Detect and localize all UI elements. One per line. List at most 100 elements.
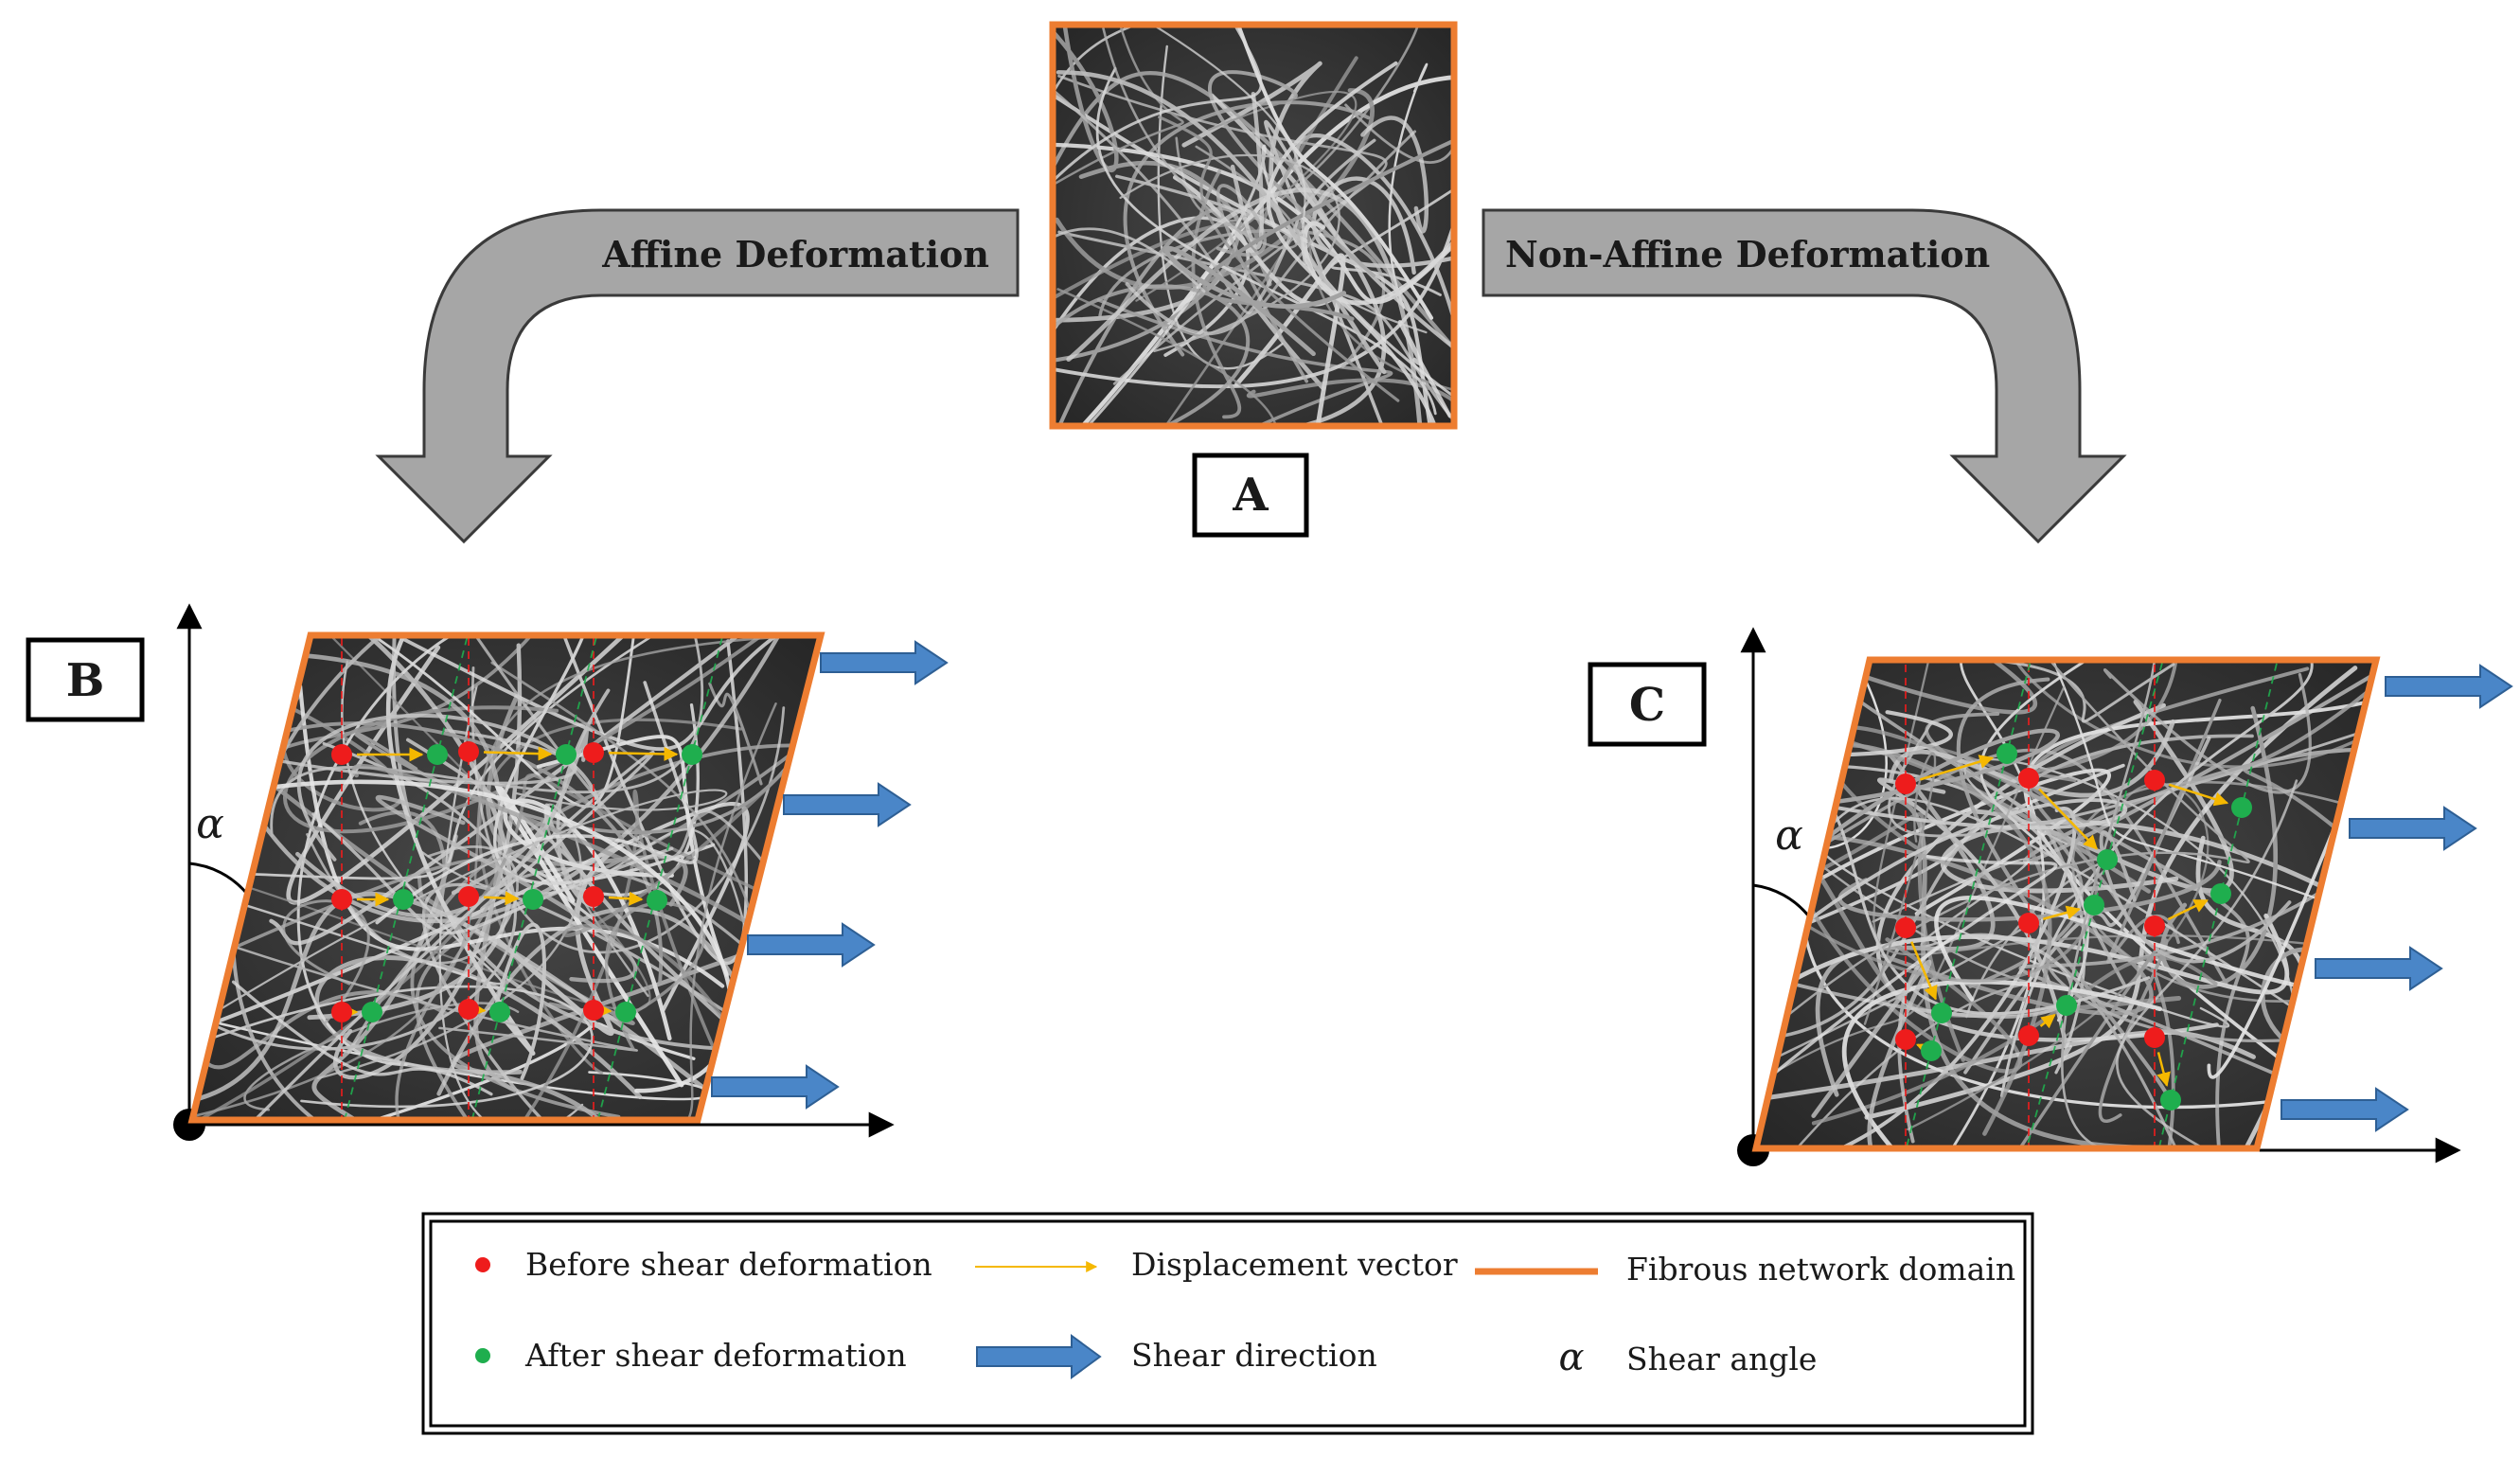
after-shear-point: [489, 1002, 510, 1022]
after-shear-point: [2084, 895, 2104, 915]
fiber-strand: [352, 635, 637, 808]
legend-after-label: After shear deformation: [524, 1337, 907, 1374]
fiber-strand: [306, 833, 519, 965]
fiber-strand: [2103, 668, 2312, 794]
panel-a-label: A: [1232, 469, 1269, 522]
before-shear-point: [2144, 1027, 2165, 1048]
panel-b-label: B: [66, 654, 105, 707]
shear-direction-arrow: [711, 1064, 840, 1110]
displacement-vector: [2168, 783, 2229, 807]
displacement-vector: [2156, 1052, 2171, 1087]
before-shear-point: [2018, 913, 2039, 933]
fiber-strand: [1123, 100, 1371, 357]
fiber-strand: [1053, 25, 1140, 97]
fiber-strand: [1053, 25, 1119, 172]
panel-c-alpha-symbol: α: [1775, 811, 1803, 860]
fiber-strand: [1889, 719, 2175, 798]
non-affine-deformation-arrow: Non-Affine Deformation: [1482, 208, 2127, 544]
before-shear-point: [458, 886, 479, 907]
fiber-strand: [451, 906, 821, 1120]
fiber-strand: [1163, 245, 1347, 357]
panel-c-shear-angle-arc: [1752, 883, 1810, 916]
fiber-strand: [1872, 660, 2376, 957]
legend-shear-angle-symbol: α: [1558, 1336, 1584, 1379]
before-shear-point: [1895, 773, 1916, 794]
fiber-strand: [192, 858, 502, 1120]
after-shear-point: [523, 889, 543, 910]
fiber-strand: [1208, 70, 1376, 278]
fiber-strand: [231, 980, 493, 1096]
fiber-strand: [1756, 734, 2254, 1042]
fiber-strand: [192, 728, 577, 785]
displacement-vector: [483, 746, 553, 761]
fiber-strand: [1756, 728, 2060, 900]
fiber-strand: [295, 729, 589, 918]
fiber-domain-border-c: [1751, 656, 2381, 1152]
fiber-strand: [708, 682, 763, 786]
after-shear-point: [1921, 1040, 1942, 1061]
before-shear-point: [583, 886, 604, 907]
fiber-strand: [1806, 824, 2230, 1028]
fiber-strand: [1096, 298, 1393, 426]
panel-b-shear-angle-arc: [188, 862, 248, 894]
panel-c-shear-arrows: [2280, 664, 2513, 1132]
fiber-strand: [1053, 25, 1184, 187]
panel-c-points: [1895, 743, 2252, 1111]
after-shear-point: [2097, 849, 2118, 870]
fiber-strand: [198, 933, 638, 1052]
fiber-strand: [192, 650, 518, 1093]
before-shear-point: [331, 1002, 352, 1022]
fiber-strand: [1053, 88, 1417, 315]
fiber-strand: [192, 789, 728, 1029]
fiber-strand: [494, 782, 684, 1088]
panel-b-points: [331, 741, 702, 1022]
fiber-strand: [1756, 913, 2290, 1020]
fiber-strand: [2116, 779, 2308, 1148]
shear-direction-arrow: [2385, 664, 2513, 709]
after-shear-point: [2210, 883, 2231, 904]
fiber-strand: [1053, 89, 1206, 293]
shear-direction-arrow: [747, 922, 876, 968]
after-shear-point: [393, 889, 414, 910]
fiber-strand: [1360, 115, 1429, 234]
fiber-strand: [1056, 288, 1277, 426]
fiber-strand: [1216, 184, 1309, 383]
before-shear-point: [1895, 917, 1916, 938]
fiber-strand: [1235, 25, 1434, 320]
after-shear-point: [1996, 743, 2017, 764]
fiber-strand: [192, 773, 821, 1120]
panel-c-displacement-vectors: [1910, 755, 2229, 1087]
fiber-strand: [1756, 783, 2128, 995]
legend-domain-label: Fibrous network domain: [1626, 1251, 2015, 1288]
non-affine-deformation-label: Non-Affine Deformation: [1505, 233, 1990, 275]
displacement-vector: [1916, 1043, 1932, 1057]
fiber-strand: [2242, 660, 2376, 897]
fiber-strand: [2099, 830, 2292, 964]
fiber-strand: [1053, 217, 1454, 389]
shear-direction-arrow: [820, 640, 949, 685]
after-shear-point: [2160, 1090, 2181, 1111]
fiber-strand: [192, 1002, 713, 1101]
fiber-strand: [492, 922, 546, 1080]
fiber-domain-border-a: [1049, 21, 1458, 430]
fiber-strand: [1266, 61, 1437, 426]
affine-deformation-label: Affine Deformation: [601, 233, 989, 275]
panel-a-label-box: A: [1192, 453, 1309, 538]
legend-before-swatch: [475, 1257, 490, 1272]
fiber-strand: [1765, 660, 2037, 715]
after-shear-point: [2231, 797, 2252, 818]
after-shear-point: [1931, 1003, 1952, 1023]
panel-b-alpha-symbol: α: [196, 800, 224, 848]
fiber-strand: [1756, 742, 2099, 983]
guide-line: [2021, 660, 2174, 1148]
fiber-strand: [1053, 71, 1454, 352]
legend-shear-direction-swatch: [976, 1334, 1102, 1379]
legend-after-swatch: [475, 1348, 490, 1363]
fiber-strand: [194, 741, 517, 1051]
fiber-strand: [1181, 61, 1322, 233]
after-shear-point: [427, 744, 448, 765]
displacement-vector: [2038, 788, 2098, 850]
fiber-strand: [282, 899, 370, 1025]
fiber-strand: [604, 901, 706, 1052]
